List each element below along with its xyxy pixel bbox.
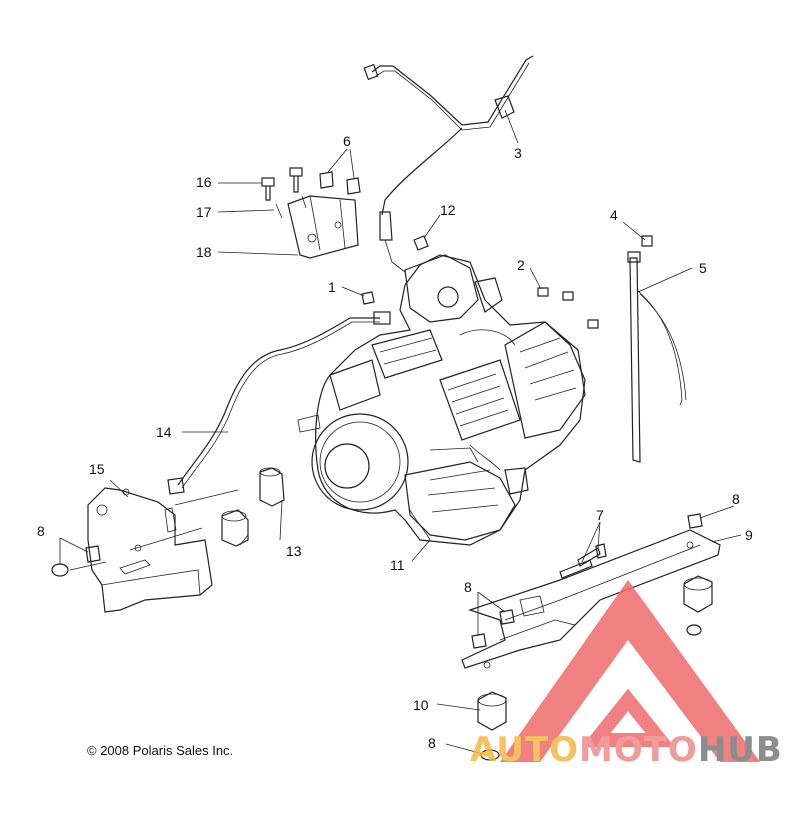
callout-4: 4 [610, 207, 618, 223]
part-4-bolt [641, 235, 653, 247]
watermark-triangle-icon [500, 580, 760, 762]
part-11-tube [409, 509, 431, 541]
callout-8-left: 8 [37, 523, 45, 539]
callout-2: 2 [517, 257, 525, 273]
callout-15: 15 [89, 461, 105, 477]
callout-18: 18 [196, 244, 212, 260]
watermark-triangle-stroke-icon [514, 598, 747, 762]
callout-5: 5 [699, 260, 707, 276]
watermark-logo: AUTOMOTOHUB [470, 580, 783, 770]
part-9-plate [461, 529, 721, 669]
callout-8-right: 8 [732, 491, 740, 507]
part-5-rod [627, 251, 687, 463]
copyright-text: © 2008 Polaris Sales Inc. [87, 743, 233, 758]
callout-8-bottom: 8 [428, 735, 436, 751]
part-15-bracket [87, 487, 213, 613]
callout-10: 10 [413, 697, 429, 713]
callout-17: 17 [196, 204, 212, 220]
part-6-nuts [319, 171, 361, 195]
callout-9: 9 [745, 527, 753, 543]
callout-7: 7 [596, 507, 604, 523]
part-1-nut [361, 291, 375, 305]
callout-6: 6 [343, 133, 351, 149]
callout-14: 14 [156, 424, 172, 440]
callout-12: 12 [440, 202, 456, 218]
part-3-breather-line [363, 55, 534, 273]
part-10-mount [477, 575, 713, 731]
callout-11: 11 [390, 557, 405, 573]
part-2-bolts [537, 287, 599, 329]
callout-labels: 1 2 3 4 5 6 7 8 8 8 8 9 10 11 12 13 14 1… [37, 133, 753, 751]
callout-16: 16 [196, 174, 212, 190]
part-17-washer [275, 195, 307, 219]
part-12-clip [413, 235, 429, 251]
part-16-bolt [261, 167, 303, 201]
part-18-bracket [287, 195, 359, 259]
callout-8-center: 8 [464, 579, 472, 595]
part-14-cable [167, 311, 391, 495]
watermark-inner-triangle-icon [581, 688, 675, 747]
watermark-word-auto: AUTOMOTOHUB [470, 730, 783, 770]
part-7-bolts [559, 543, 607, 579]
part-13-mounts [221, 467, 285, 547]
leader-lines [59, 109, 742, 755]
callout-13: 13 [286, 543, 302, 559]
engine-assembly [297, 254, 586, 546]
callout-1: 1 [328, 279, 336, 295]
callout-3: 3 [514, 145, 522, 161]
